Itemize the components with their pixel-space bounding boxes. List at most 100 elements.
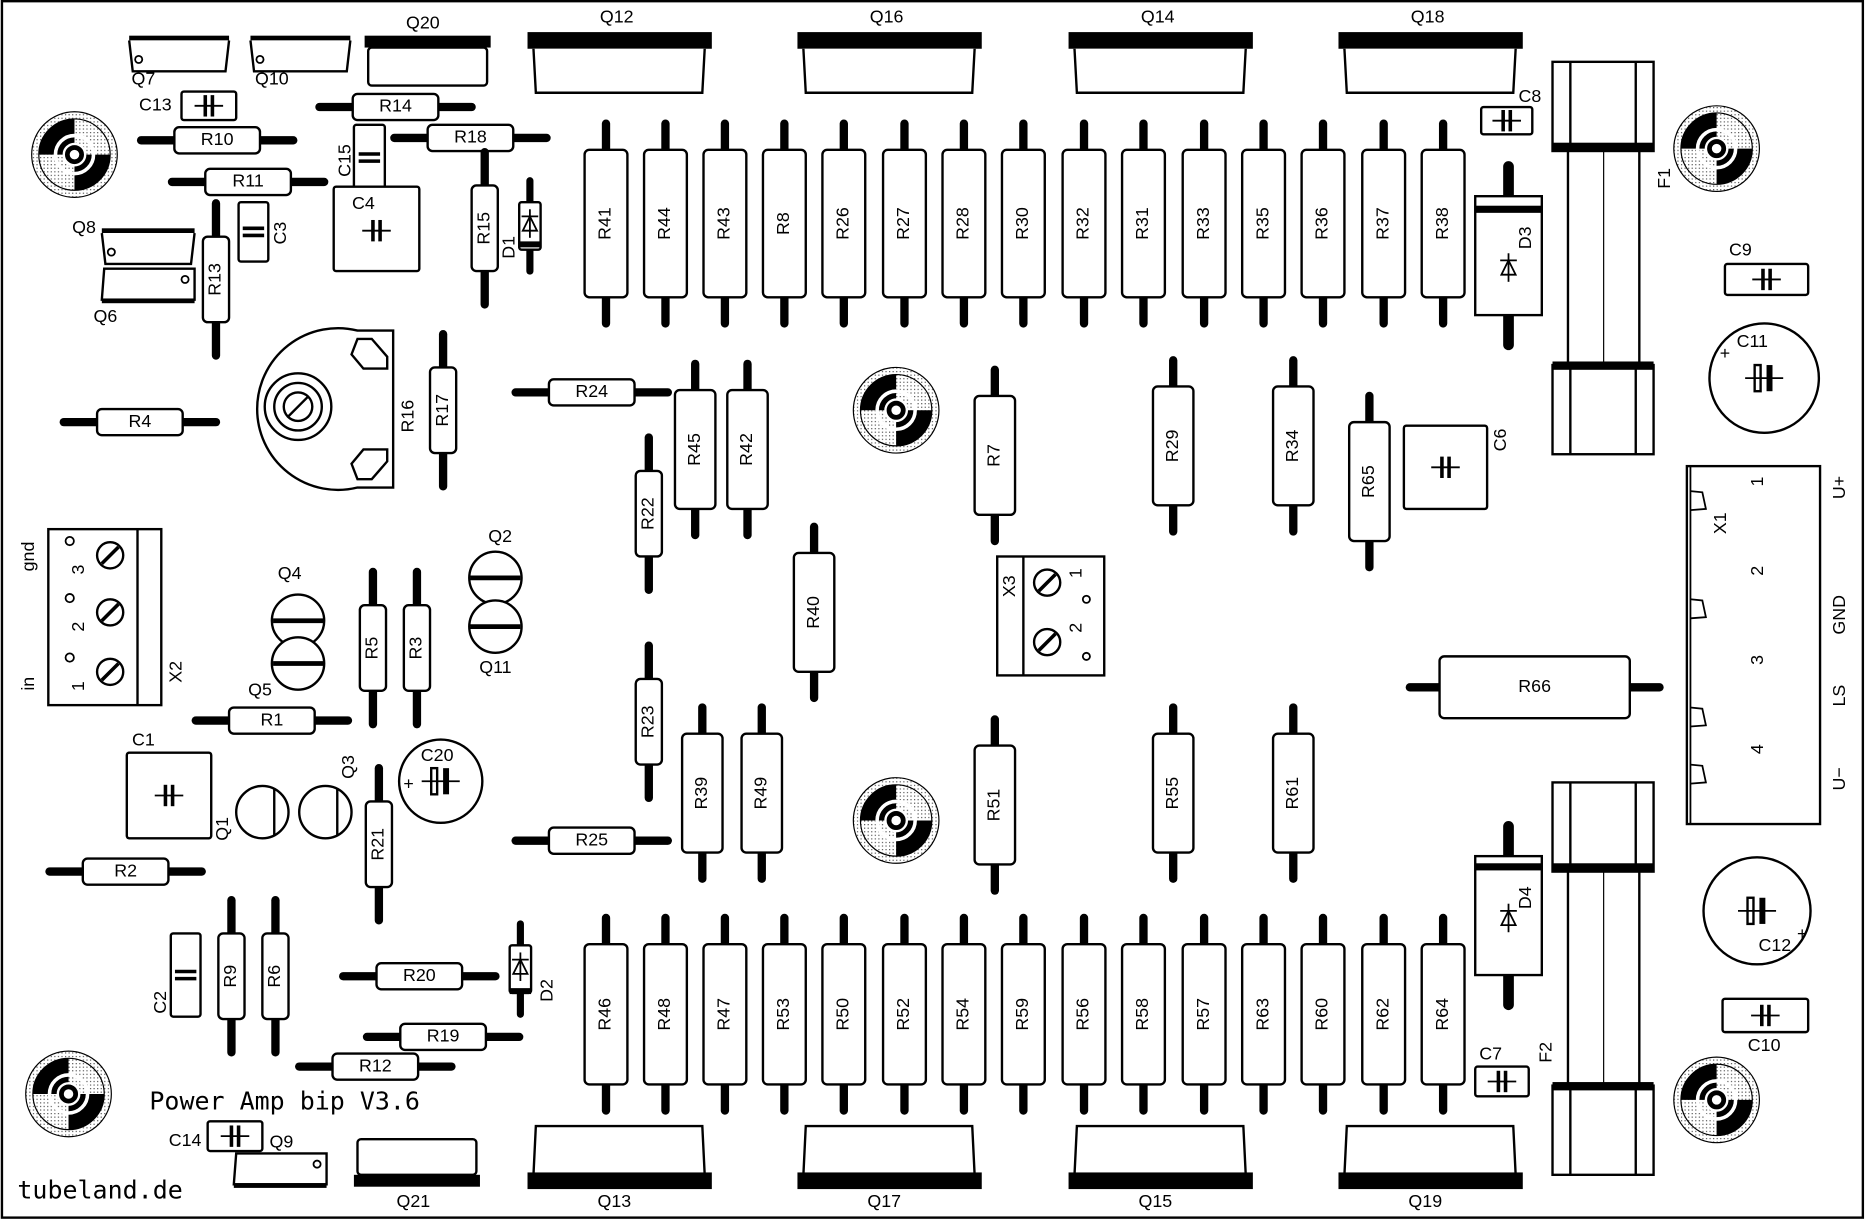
transistor-q16: Q16 [797, 7, 982, 94]
resistor-r45: R45 [673, 359, 717, 540]
component-label: R37 [1372, 207, 1392, 240]
transistor-q19: Q19 [1338, 1124, 1523, 1211]
component-label: R53 [773, 998, 793, 1031]
resistor-r4: R4 [59, 407, 221, 437]
component-label: R35 [1252, 207, 1272, 240]
resistor-r49: R49 [740, 703, 784, 883]
component-label: R31 [1132, 207, 1152, 240]
component-label: X3 [999, 575, 1019, 597]
transistor-q7: Q7 [127, 35, 231, 88]
resistor-r11: R11 [167, 167, 329, 197]
transistor-q13: Q13 [527, 1124, 712, 1211]
transistor-q21: Q21 [353, 1137, 480, 1211]
resistor-r13: R13 [201, 199, 231, 360]
component-label: C15 [334, 144, 354, 177]
capacitor-c6: C6 [1402, 424, 1510, 511]
resistor-r48: R48 [642, 913, 689, 1115]
website-label: tubeland.de [17, 1176, 182, 1205]
resistor-r26: R26 [821, 119, 867, 328]
capacitor-c15: C15 [334, 123, 387, 192]
component-label: R43 [714, 207, 734, 240]
component-label: C1 [132, 730, 155, 750]
resistor-r59: R59 [1000, 913, 1046, 1115]
resistor-r29: R29 [1151, 356, 1195, 536]
component-label: C11 [1737, 331, 1768, 351]
mounting-hole-icon [852, 777, 940, 864]
capacitor-c8: C8 [1479, 86, 1541, 136]
component-label: R17 [432, 394, 452, 427]
component-label: Q16 [870, 7, 904, 27]
resistor-r39: R39 [680, 703, 724, 883]
component-label: Q19 [1408, 1191, 1442, 1211]
component-label: R63 [1252, 998, 1272, 1031]
mounting-hole-icon [852, 366, 940, 454]
component-label: R19 [427, 1026, 460, 1046]
diode-d2: D2 [508, 920, 556, 1018]
component-label: R38 [1432, 207, 1452, 240]
resistor-r3: R3 [402, 567, 432, 729]
resistor-r43: R43 [702, 119, 748, 328]
component-label: R11 [232, 171, 263, 191]
component-label: R10 [201, 129, 234, 149]
component-label: R56 [1073, 998, 1093, 1031]
component-label: R28 [953, 207, 973, 240]
component-label: R66 [1518, 676, 1551, 696]
resistor-r32: R32 [1061, 119, 1107, 328]
component-label: 2 [1066, 623, 1086, 633]
fuse-f2: F2 [1535, 781, 1655, 1177]
component-label: R5 [362, 637, 382, 660]
component-label: Q3 [338, 755, 358, 779]
resistor-r21: R21 [364, 763, 394, 925]
resistor-r12: R12 [295, 1052, 456, 1081]
capacitor-c11: C11+ [1708, 322, 1821, 435]
resistor-r35: R35 [1240, 119, 1287, 328]
resistor-r14: R14 [315, 92, 476, 122]
capacitor-c14: C14 [169, 1120, 264, 1153]
transistor-q3: Q3 [298, 755, 358, 840]
component-label: R59 [1012, 998, 1032, 1031]
resistor-r53: R53 [761, 913, 807, 1115]
component-label: R9 [220, 965, 240, 988]
resistor-r51: R51 [973, 715, 1017, 895]
resistor-r65: R65 [1347, 391, 1391, 572]
resistor-r9: R9 [217, 895, 246, 1057]
component-label: R25 [575, 829, 608, 849]
capacitor-c4: C4 [332, 185, 421, 273]
component-label: 1 [1066, 568, 1086, 578]
component-label: C13 [139, 95, 172, 115]
component-label: Q8 [72, 217, 96, 237]
component-label: R21 [368, 828, 388, 861]
resistor-r46: R46 [583, 913, 629, 1115]
component-label: R62 [1372, 998, 1392, 1031]
component-label: R65 [1358, 465, 1378, 498]
component-label: R2 [114, 860, 137, 880]
resistor-r63: R63 [1240, 913, 1287, 1115]
component-label: C2 [150, 991, 170, 1014]
component-label: R52 [893, 998, 913, 1031]
connector-x3: 1 2 X3 [996, 555, 1106, 677]
resistor-r7: R7 [973, 365, 1017, 546]
resistor-r33: R33 [1181, 119, 1227, 328]
component-label: + [403, 773, 413, 793]
resistor-r60: R60 [1300, 913, 1346, 1115]
component-label: R51 [984, 789, 1004, 822]
component-label: R64 [1432, 998, 1452, 1031]
resistor-r5: R5 [358, 567, 388, 729]
resistor-r56: R56 [1061, 913, 1107, 1115]
component-label: D3 [1515, 226, 1535, 249]
component-label: R27 [893, 207, 913, 240]
capacitor-c7: C7 [1474, 1043, 1530, 1098]
diode-d1: D1 [498, 177, 542, 275]
transistor-q12: Q12 [527, 7, 712, 94]
mounting-hole-icon [1673, 1056, 1761, 1144]
resistor-r47: R47 [702, 913, 748, 1115]
component-label: R26 [833, 207, 853, 240]
resistor-r1: R1 [191, 706, 353, 735]
transistor-q2: Q2 [468, 526, 523, 606]
resistor-r17: R17 [428, 329, 458, 491]
capacitor-c13: C13 [139, 90, 238, 122]
resistor-r40: R40 [792, 522, 836, 703]
component-label: Q20 [406, 12, 440, 32]
transistor-q18: Q18 [1338, 7, 1523, 94]
